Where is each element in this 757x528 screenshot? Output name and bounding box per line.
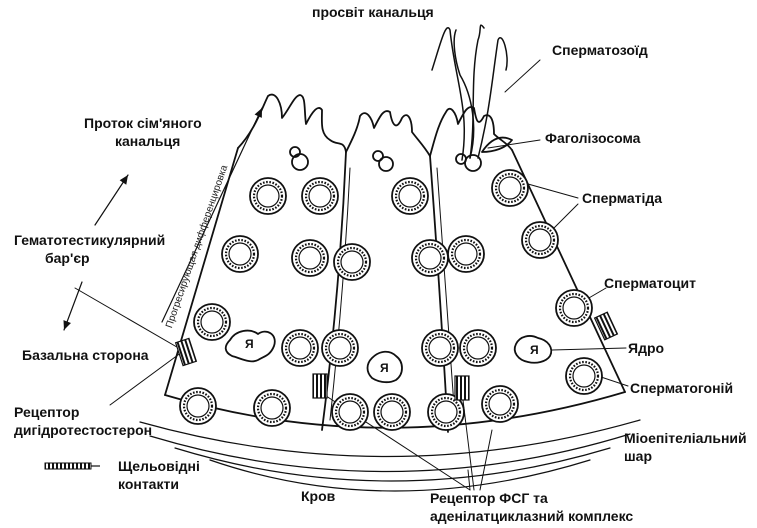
nucleus-letter-1: Я <box>245 336 254 353</box>
label-nucleus: Ядро <box>628 340 664 357</box>
germ-cell-core <box>429 337 451 359</box>
germ-cell-core <box>201 311 223 333</box>
label-dht-line1: Рецептор <box>14 404 79 421</box>
germ-cell-core <box>329 337 351 359</box>
pointer-nucleus <box>552 348 626 350</box>
germ-cell-core <box>187 395 209 417</box>
germ-cell-core <box>489 393 511 415</box>
junction-block <box>313 374 327 398</box>
label-phagolysosome: Фаголізосома <box>545 130 640 147</box>
arrowhead <box>255 106 266 118</box>
germ-cell-core <box>563 297 585 319</box>
label-gap-line1: Щельовідні <box>118 458 200 475</box>
germ-cell-core <box>499 177 521 199</box>
nucleus-letter-3: Я <box>530 342 539 359</box>
label-fsh-line2: аденілатциклазний комплекс <box>430 508 633 525</box>
myoepithelial-curve-4 <box>210 460 590 491</box>
epithelium-right-boundary <box>512 150 625 392</box>
nucleus-letter-2: Я <box>380 360 389 377</box>
label-lumen: просвіт канальця <box>312 4 434 21</box>
pointer-phagolysosome <box>488 140 540 148</box>
germ-cell-core <box>573 365 595 387</box>
germ-cell-core <box>467 337 489 359</box>
label-duct-line1: Проток сім'яного <box>84 115 202 132</box>
label-gap-line2: контакти <box>118 476 179 493</box>
arrowhead <box>120 173 132 185</box>
germ-cell-core <box>289 337 311 359</box>
label-fsh-line1: Рецептор ФСГ та <box>430 490 548 507</box>
germ-cell-core <box>229 243 251 265</box>
germ-cell-core <box>299 247 321 269</box>
label-barrier-line1: Гематотестикулярний <box>14 232 165 249</box>
pointer-spermatozoid <box>505 60 540 92</box>
germ-cell-core <box>381 401 403 423</box>
pointer-fsh-2 <box>480 430 492 490</box>
label-barrier-line2: бар'єр <box>45 250 90 267</box>
phagolysosome-6 <box>465 155 481 171</box>
germ-cell-core <box>309 185 331 207</box>
germ-cell-core <box>419 247 441 269</box>
arrowhead <box>60 320 71 331</box>
junction-block <box>455 376 469 400</box>
label-spermatocyte: Сперматоцит <box>604 275 696 292</box>
phagolysosome-2 <box>292 154 308 170</box>
label-spermatozoid: Сперматозоїд <box>552 42 648 59</box>
label-spermatogonium: Сперматогоній <box>630 380 733 397</box>
germ-cell-core <box>399 185 421 207</box>
pointer-spermatid-1 <box>528 184 578 198</box>
germ-cell-core <box>261 397 283 419</box>
germ-cell-core <box>435 401 457 423</box>
label-spermatid: Сперматіда <box>582 190 662 207</box>
label-duct-line2: канальця <box>115 133 180 150</box>
epithelium-left-boundary <box>165 148 238 395</box>
sperm-tail-1 <box>432 28 464 160</box>
gap-junction-legend-icon <box>44 460 102 472</box>
label-blood: Кров <box>301 488 335 505</box>
label-myoepithelial-line1: Міоепітеліальний <box>624 430 747 447</box>
germ-cell-core <box>455 243 477 265</box>
germ-cell-core <box>529 229 551 251</box>
germ-cell-core <box>341 251 363 273</box>
label-myoepithelial-line2: шар <box>624 448 652 465</box>
sertoli-apex-2 <box>346 111 430 156</box>
myoepithelial-curve-3 <box>175 448 610 481</box>
junction-block <box>176 338 197 365</box>
label-dht-line2: дигідротестостерон <box>14 422 152 439</box>
germ-cell-core <box>257 185 279 207</box>
label-basal-side: Базальна сторона <box>22 347 149 364</box>
germ-cell-core <box>339 401 361 423</box>
phagolysosome-4 <box>379 157 393 171</box>
